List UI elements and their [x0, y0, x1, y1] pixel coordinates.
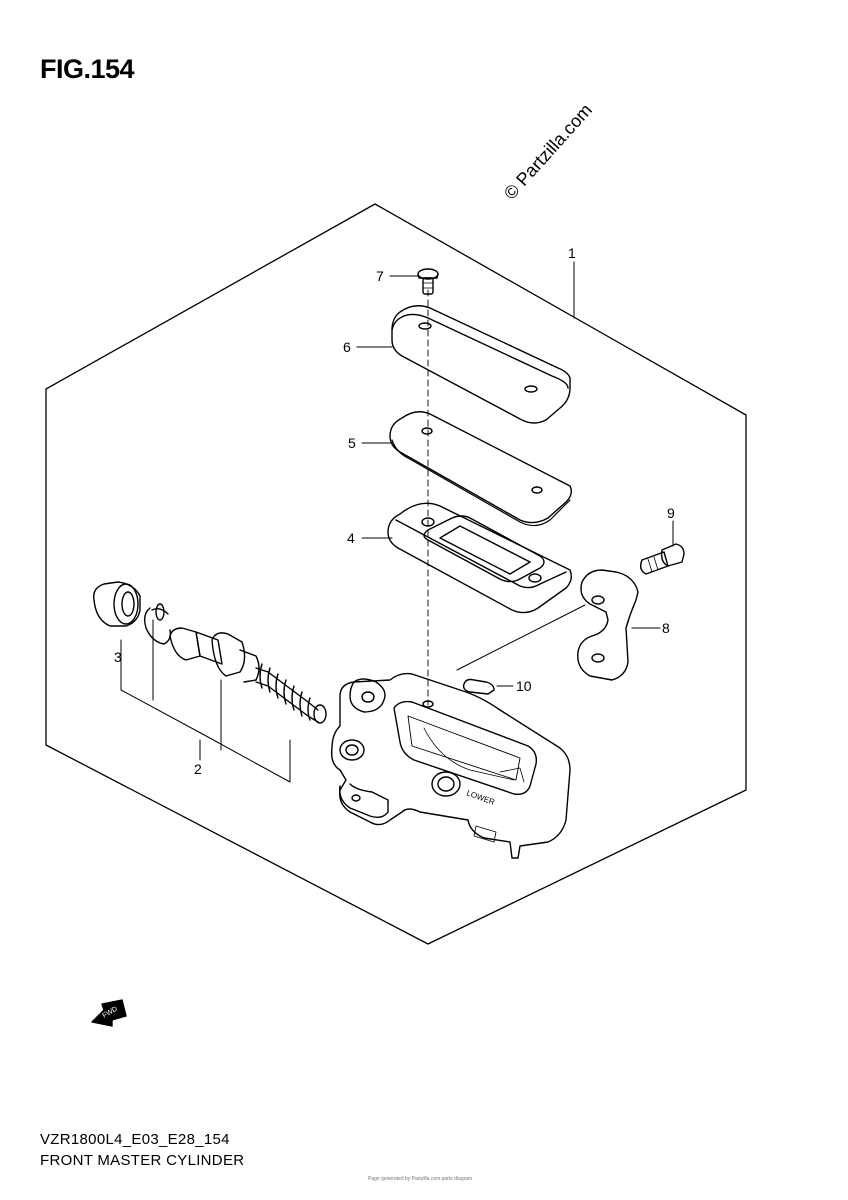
- reservoir-cap-part-6: [391, 305, 571, 424]
- callout-10: 10: [516, 678, 532, 694]
- callout-3: 3: [114, 649, 122, 665]
- holder-clamp-part-8: [577, 569, 639, 681]
- master-cylinder-body: [330, 672, 571, 859]
- diaphragm-part-4: [387, 502, 573, 614]
- callout-5: 5: [348, 435, 356, 451]
- boot-part-3: [93, 581, 141, 627]
- figure-title: FIG.154: [40, 54, 135, 84]
- callout-1: 1: [568, 245, 576, 261]
- leader-lines: [120, 261, 674, 783]
- bolt-part-9: [639, 543, 685, 575]
- callout-2: 2: [194, 761, 202, 777]
- body-marking: LOWER: [465, 788, 496, 807]
- assembly-boundary: [45, 203, 747, 945]
- footer-note: Page generated by Partzilla.com parts di…: [368, 1176, 473, 1182]
- fwd-arrow-icon: [91, 999, 127, 1027]
- callout-6: 6: [343, 339, 351, 355]
- callout-8: 8: [662, 620, 670, 636]
- diaphragm-plate-part-5: [389, 411, 573, 527]
- callout-7: 7: [376, 268, 384, 284]
- clip-part-10: [462, 678, 495, 695]
- callout-4: 4: [347, 530, 355, 546]
- circlip: [143, 603, 172, 645]
- screw-part-7: [417, 268, 439, 295]
- piston-set-part-2: [169, 627, 327, 724]
- diagram-caption: FRONT MASTER CYLINDER: [40, 1152, 245, 1169]
- callout-9: 9: [667, 505, 675, 521]
- model-code: VZR1800L4_E03_E28_154: [40, 1131, 230, 1148]
